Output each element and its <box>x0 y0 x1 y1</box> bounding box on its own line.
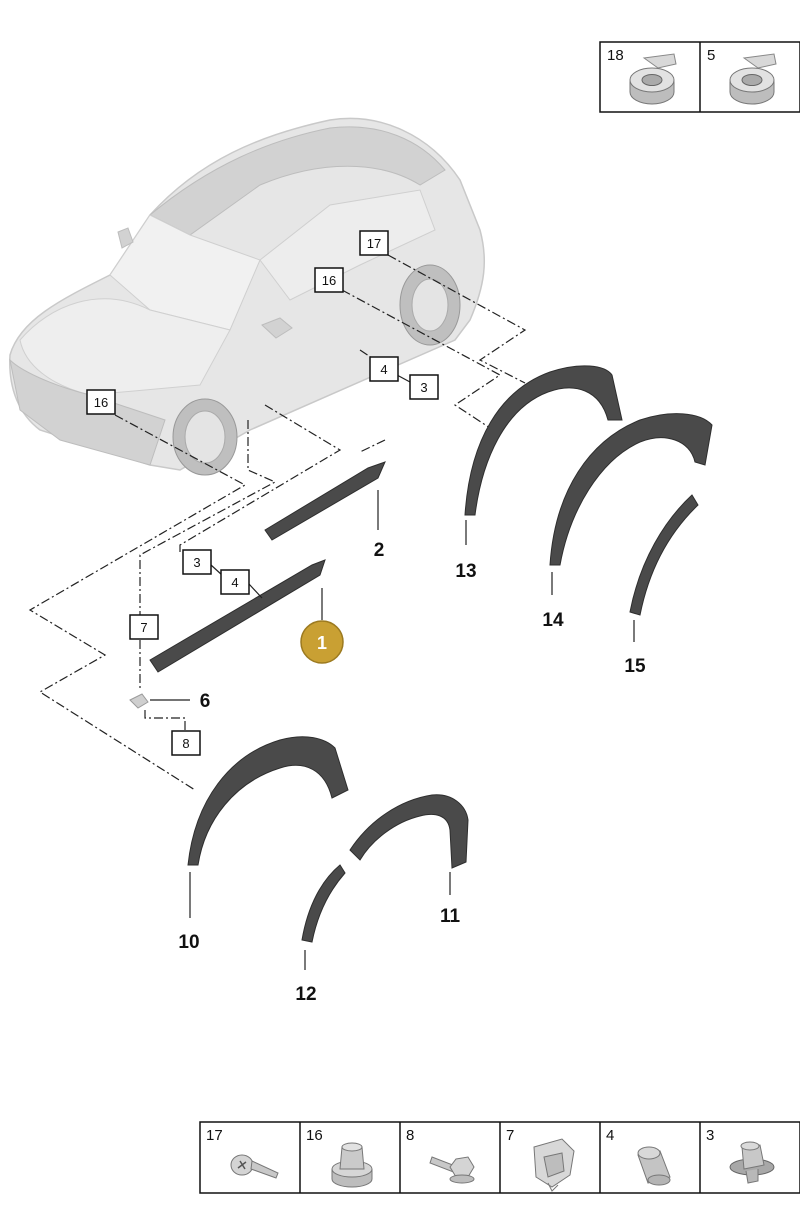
part-2-door-trim <box>264 461 386 541</box>
grommet-icon <box>637 1146 671 1186</box>
part-13-wheel-arch <box>464 365 623 545</box>
callout-box-3-low: 3 <box>182 549 212 575</box>
part-label-10: 10 <box>178 932 199 953</box>
bottom-legend-label-7: 7 <box>506 1127 514 1144</box>
bottom-legend-label-17: 17 <box>206 1127 223 1144</box>
callout-box-4: 4 <box>369 356 399 382</box>
callout-box-3: 3 <box>409 374 439 400</box>
part-15-wheel-arch <box>629 494 699 642</box>
part-label-14: 14 <box>542 610 564 631</box>
boxed-callouts: 17 16 4 3 16 3 4 7 <box>86 230 439 756</box>
callout-box-4-low: 4 <box>220 569 250 595</box>
svg-text:4: 4 <box>380 362 387 377</box>
part-14-wheel-arch <box>549 413 713 595</box>
vehicle-illustration <box>9 117 486 476</box>
svg-text:17: 17 <box>367 236 381 251</box>
callout-box-16-left: 16 <box>86 389 116 415</box>
adhesive-tape-roll-icon <box>629 53 677 105</box>
callout-leaders <box>210 374 411 599</box>
part-1-side-sill-trim <box>149 559 326 673</box>
bottom-legend-label-4: 4 <box>606 1127 614 1144</box>
part-label-15: 15 <box>624 656 646 677</box>
callout-box-8: 8 <box>171 730 201 756</box>
svg-text:7: 7 <box>140 620 147 635</box>
nut-icon <box>331 1142 373 1188</box>
callout-box-17: 17 <box>359 230 389 256</box>
top-legend-label-5: 5 <box>707 47 715 64</box>
part-12-wheel-arch <box>301 864 346 970</box>
svg-text:4: 4 <box>231 575 238 590</box>
screw-icon <box>230 1154 279 1179</box>
svg-text:8: 8 <box>182 736 189 751</box>
adhesive-tape-roll-icon <box>729 53 777 105</box>
bottom-legend: 17 16 8 7 4 3 <box>199 1121 800 1194</box>
clip-icon <box>533 1138 575 1192</box>
bottom-legend-label-3: 3 <box>706 1127 714 1144</box>
top-legend: 18 5 <box>599 41 800 113</box>
part-label-13: 13 <box>455 561 476 582</box>
bolt-icon <box>429 1156 475 1184</box>
svg-text:3: 3 <box>193 555 200 570</box>
callout-box-7: 7 <box>129 614 159 640</box>
part-label-11: 11 <box>440 906 461 927</box>
svg-text:3: 3 <box>420 380 427 395</box>
part-6-clip <box>129 693 190 735</box>
callout-box-16: 16 <box>314 267 344 293</box>
top-legend-label-18: 18 <box>607 47 624 64</box>
part-callouts: 1 2 6 10 11 12 13 14 15 <box>178 540 646 1005</box>
part-10-wheel-arch <box>187 736 349 918</box>
expanding-rivet-icon <box>729 1141 775 1184</box>
part-label-12: 12 <box>295 984 316 1005</box>
part-label-6: 6 <box>200 691 211 712</box>
highlighted-part-badge[interactable]: 1 <box>300 620 344 664</box>
part-label-2: 2 <box>374 540 385 561</box>
bottom-legend-label-16: 16 <box>306 1127 323 1144</box>
svg-text:16: 16 <box>322 273 336 288</box>
svg-text:16: 16 <box>94 395 108 410</box>
bottom-legend-label-8: 8 <box>406 1127 414 1144</box>
svg-text:1: 1 <box>317 633 327 653</box>
part-11-wheel-arch <box>349 794 469 895</box>
